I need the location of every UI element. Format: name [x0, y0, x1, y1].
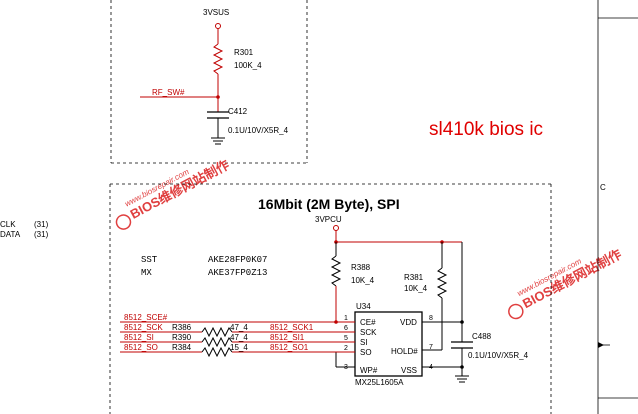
- spi-title: 16Mbit (2M Byte), SPI: [258, 196, 400, 212]
- spi-rail-label: 3VPCU: [315, 215, 342, 224]
- r381-resistor: [436, 267, 448, 299]
- c412-value: 0.1U/10V/X5R_4: [228, 126, 289, 135]
- r390-value: 47_4: [230, 333, 248, 342]
- r386-ref: R386: [172, 323, 192, 332]
- c488-value: 0.1U/10V/X5R_4: [468, 351, 529, 360]
- spi-block: 16Mbit (2M Byte), SPI 3VPCU SST AKE28FP0…: [109, 183, 552, 414]
- r384-ref: R384: [172, 343, 192, 352]
- r384-resistor: [201, 346, 233, 358]
- pin-5-number: 5: [344, 335, 348, 342]
- vendor-sst: SST: [141, 255, 158, 265]
- left-signal-data-ref: (31): [34, 230, 49, 239]
- caption: sl410k bios ic: [429, 119, 543, 140]
- left-signal-clk: CLK: [0, 220, 16, 229]
- r301-resistor: [212, 43, 224, 75]
- r388-ref: R388: [351, 263, 371, 272]
- u34-chip: [354, 311, 423, 377]
- r390-resistor: [201, 336, 233, 348]
- net-sck1: 8512_SCK1: [270, 323, 314, 332]
- r301-ref: R301: [234, 48, 254, 57]
- bios-logo-icon: [115, 214, 132, 230]
- part-mx: AKE37FP0Z13: [208, 268, 267, 278]
- top-rail-pin: [215, 23, 221, 29]
- pin-vdd-label: VDD: [400, 318, 417, 327]
- pin-6-number: 6: [344, 325, 348, 332]
- c412-ref: C412: [228, 107, 248, 116]
- r386-resistor: [201, 326, 233, 338]
- top-rail-label: 3VSUS: [203, 8, 229, 17]
- top-block: 3VSUS R301 100K_4 RF_SW# C412 0.1U/10V/X…: [110, 0, 308, 164]
- bios-logo-icon: [508, 303, 524, 320]
- net-so1: 8512_SO1: [270, 343, 309, 352]
- left-signals: CLK (31) DATA (31): [0, 220, 49, 239]
- pin-wp-label: WP#: [360, 366, 378, 375]
- r381-value: 10K_4: [404, 284, 428, 293]
- u34-part: MX25L1605A: [355, 378, 404, 387]
- net-sce: 8512_SCE#: [124, 313, 168, 322]
- right-edge-marker: C: [600, 183, 606, 192]
- r386-value: 47_4: [230, 323, 248, 332]
- r390-ref: R390: [172, 333, 192, 342]
- pin-ce-label: CE#: [360, 318, 376, 327]
- r381-ref: R381: [404, 273, 424, 282]
- left-signal-clk-ref: (31): [34, 220, 49, 229]
- pin-so-label: SO: [360, 348, 372, 357]
- net-so: 8512_SO: [124, 343, 158, 352]
- part-sst: AKE28FP0K07: [208, 255, 267, 265]
- right-edge: C: [597, 0, 638, 414]
- r384-value: 15_4: [230, 343, 248, 352]
- watermark-1: www.biosrepair.com BIOS维修网站制作: [115, 157, 232, 230]
- net-si: 8512_SI: [124, 333, 154, 342]
- spi-rail-pin: [333, 225, 339, 231]
- left-signal-data: DATA: [0, 230, 21, 239]
- pin-2-number: 2: [344, 345, 348, 352]
- pin-si-label: SI: [360, 338, 368, 347]
- pin-vss-label: VSS: [401, 366, 417, 375]
- r388-value: 10K_4: [351, 276, 375, 285]
- pin-7-number: 7: [429, 344, 433, 351]
- net-sck: 8512_SCK: [124, 323, 163, 332]
- c488-ref: C488: [472, 332, 492, 341]
- u34-ref: U34: [356, 302, 371, 311]
- pin-sck-label: SCK: [360, 328, 377, 337]
- r388-resistor: [330, 255, 342, 287]
- r301-value: 100K_4: [234, 61, 262, 70]
- pin-hold-label: HOLD#: [391, 347, 418, 356]
- rf-sw-net: RF_SW#: [152, 88, 185, 97]
- net-si1: 8512_SI1: [270, 333, 305, 342]
- watermark-2: www.biosrepair.com BIOS维修网站制作: [508, 246, 624, 320]
- vendor-mx: MX: [141, 268, 152, 278]
- pin-1-number: 1: [344, 315, 348, 322]
- pin-8-number: 8: [429, 315, 433, 322]
